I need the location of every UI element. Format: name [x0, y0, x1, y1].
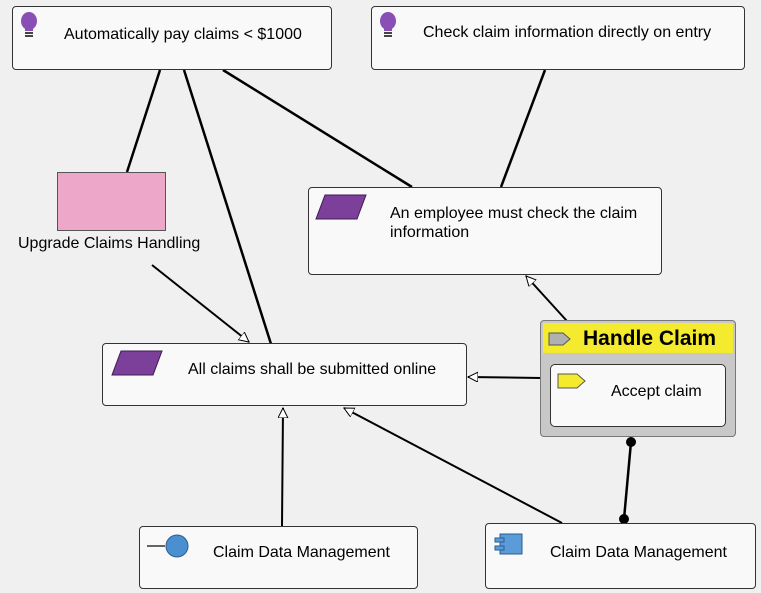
requirement-node-employee-check[interactable]: An employee must check the claim informa… [308, 187, 662, 275]
goal-node-auto-pay[interactable]: Automatically pay claims < $1000 [12, 6, 332, 70]
goal-node-check-entry[interactable]: Check claim information directly on entr… [371, 6, 745, 70]
requirement-parallelogram-icon [315, 194, 367, 220]
component-icon [494, 533, 523, 555]
edge-service-submitted[interactable] [282, 408, 283, 527]
requirement-parallelogram-icon [111, 350, 163, 376]
edge-upgrade-submitted[interactable] [151, 264, 249, 343]
lightbulb-icon [380, 12, 396, 37]
work-package-label: Upgrade Claims Handling [18, 235, 201, 252]
edge-autopay-submitted[interactable] [182, 69, 273, 345]
node-label: An employee must check the claim informa… [390, 205, 638, 241]
edge-autopay-upgrade[interactable] [125, 69, 162, 173]
group-header [543, 323, 733, 353]
component-node-claim-data[interactable]: Claim Data Management [485, 523, 756, 589]
service-node-claim-data[interactable]: Claim Data Management [139, 526, 418, 589]
assignment-start-dot [619, 514, 629, 524]
group-title: Handle Claim [583, 327, 717, 350]
node-label: All claims shall be submitted online [188, 361, 437, 378]
node-label: Claim Data Management [550, 544, 727, 561]
edge-component-handle[interactable] [622, 441, 633, 520]
process-arrow-icon [557, 373, 586, 389]
edge-checkentry-employee[interactable] [499, 69, 547, 188]
assignment-end-dot [626, 437, 636, 447]
process-group-handle-claim[interactable]: Handle Claim Accept claim [540, 320, 736, 437]
process-node-accept-claim[interactable]: Accept claim [550, 364, 726, 427]
edge-autopay-employee[interactable] [222, 68, 413, 189]
service-interface-icon [147, 534, 189, 558]
process-arrow-icon [548, 332, 571, 346]
edge-handle-submitted[interactable] [468, 377, 542, 378]
work-package-icon[interactable] [57, 172, 166, 231]
node-label: Automatically pay claims < $1000 [64, 26, 302, 43]
node-label: Check claim information directly on entr… [423, 24, 712, 41]
requirement-node-submitted-online[interactable]: All claims shall be submitted online [102, 343, 467, 406]
edge-component-submitted[interactable] [344, 407, 563, 524]
node-label: Accept claim [611, 383, 702, 400]
node-label: Claim Data Management [213, 544, 390, 561]
lightbulb-icon [21, 12, 37, 37]
